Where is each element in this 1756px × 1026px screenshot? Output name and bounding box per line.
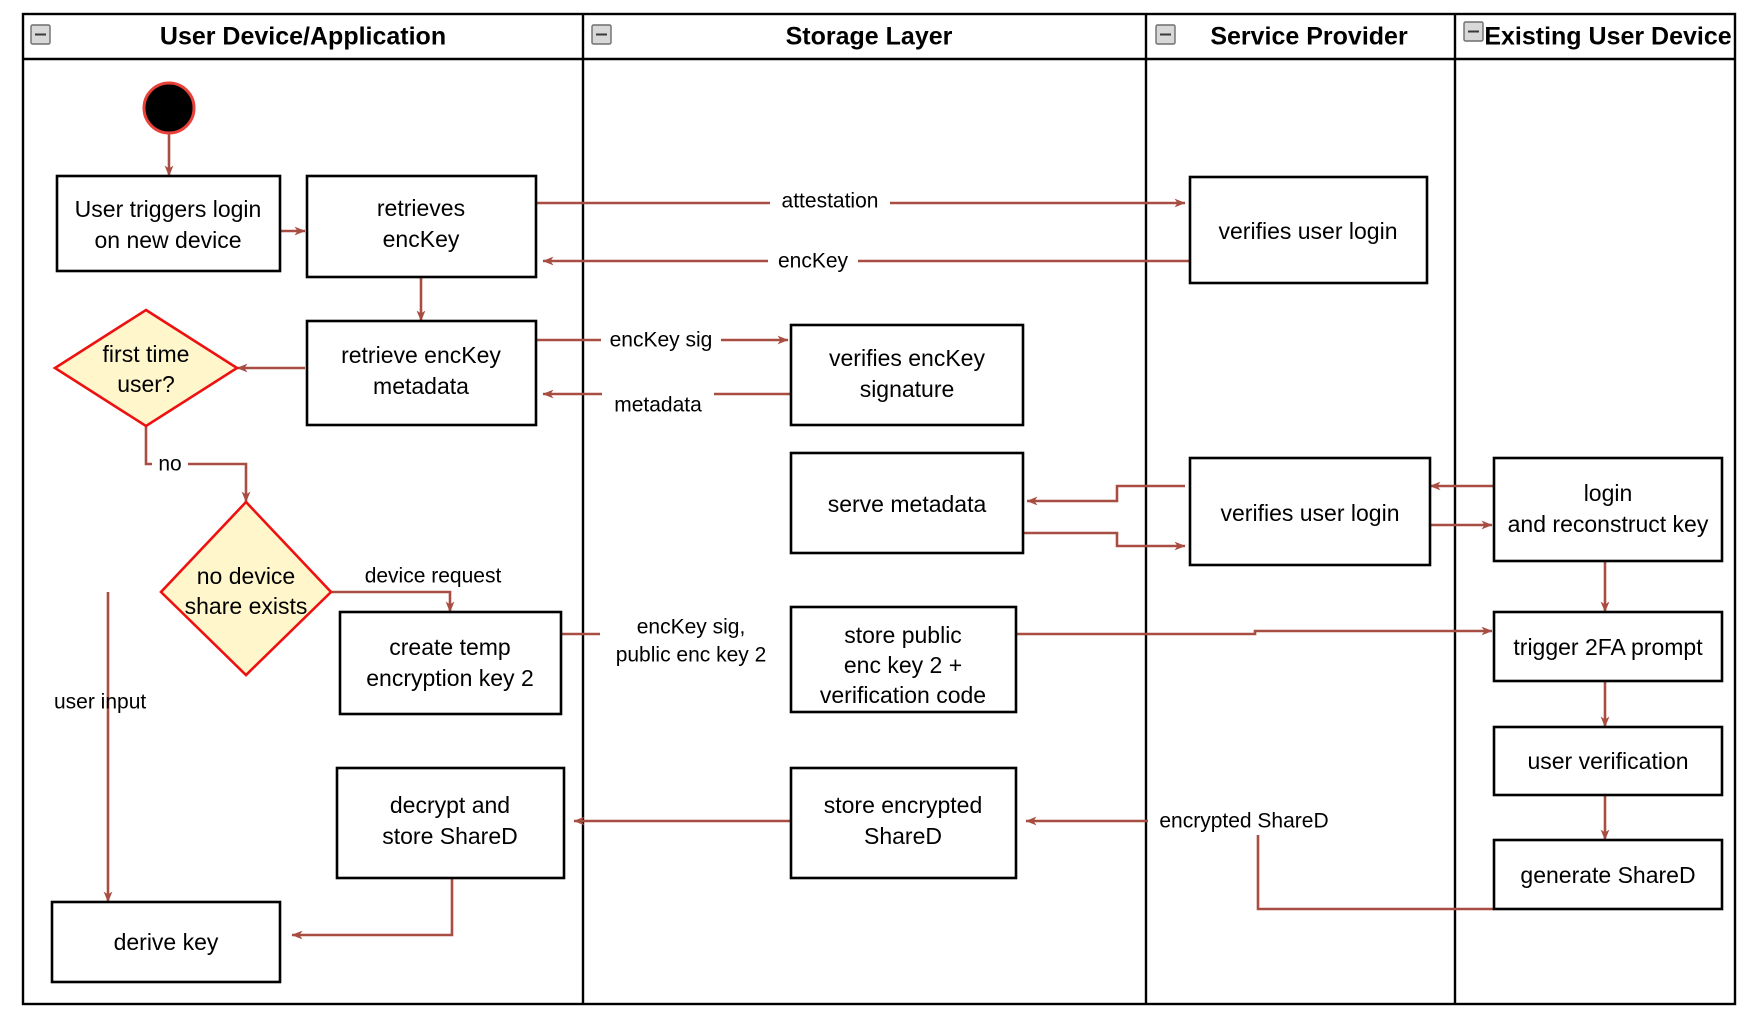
edge-serve-to-verify2 <box>1017 531 1186 551</box>
edge-store-to-2fa <box>1016 626 1493 636</box>
lane-title-user-device: User Device/Application <box>160 23 446 51</box>
edge-label-text: encKey <box>778 250 849 273</box>
edge-label-encrypted-shared: encrypted ShareD <box>1148 807 1340 835</box>
edge-label-enckey: encKey <box>768 247 858 275</box>
node-label-line: verifies user login <box>1219 218 1398 244</box>
node-serve-metadata[interactable]: serve metadata <box>789 451 1025 555</box>
edge-decrypt-to-derive <box>291 878 454 940</box>
lane-frame <box>21 12 1737 1006</box>
edge-label-user-input: user input <box>54 691 146 714</box>
node-label-line: trigger 2FA prompt <box>1513 634 1703 660</box>
edge-verify2-to-serve <box>1026 484 1185 506</box>
edge-label-enckey-sig-public: encKey sig, public enc key 2 <box>600 608 782 667</box>
edge-label-text: no <box>158 453 181 476</box>
decision-label-line: no device <box>197 563 295 589</box>
node-generate-shared[interactable]: generate ShareD <box>1492 838 1724 911</box>
edge-label-attestation: attestation <box>770 188 890 216</box>
node-label-line: login <box>1584 480 1633 506</box>
minus-box-icon[interactable] <box>1463 21 1484 42</box>
edge-label-text: device request <box>365 565 502 588</box>
decision-first-time-user[interactable]: first time user? <box>52 308 240 428</box>
lane-title-storage: Storage Layer <box>786 23 953 51</box>
node-label-line: user verification <box>1527 748 1688 774</box>
edge-label-metadata: metadata <box>602 391 714 419</box>
node-derive-key[interactable]: derive key <box>50 900 282 984</box>
node-label-line: create temp <box>389 634 510 660</box>
node-label-line: store public <box>844 622 962 648</box>
node-verifies-enckey-signature[interactable]: verifies encKey signature <box>789 323 1025 427</box>
node-store-encrypted-shared[interactable]: store encrypted ShareD <box>789 766 1018 880</box>
node-label-line: store ShareD <box>382 823 518 849</box>
decision-label-line: share exists <box>185 593 308 619</box>
edge-label-text: user input <box>54 691 146 714</box>
node-label-line: encKey <box>383 226 460 252</box>
edge-label-text: metadata <box>614 394 702 417</box>
edge-label-enckey-sig: encKey sig <box>601 326 721 354</box>
lane-header-storage: Storage Layer <box>591 23 953 51</box>
node-label-line: verifies user login <box>1221 500 1400 526</box>
edge-label-text: encrypted ShareD <box>1159 810 1328 833</box>
node-login-and-reconstruct-key[interactable]: login and reconstruct key <box>1492 456 1724 563</box>
lane-title-service-provider: Service Provider <box>1210 23 1408 51</box>
lane-header-existing-device: Existing User Device <box>1463 21 1732 51</box>
node-user-verification[interactable]: user verification <box>1492 725 1724 797</box>
node-decrypt-and-store-shared[interactable]: decrypt and store ShareD <box>335 766 566 880</box>
node-trigger-2fa-prompt[interactable]: trigger 2FA prompt <box>1492 610 1724 683</box>
edge-label-text: attestation <box>782 190 879 213</box>
node-label-line: store encrypted <box>824 792 983 818</box>
node-label-line: verifies encKey <box>829 345 985 371</box>
node-label-line: and reconstruct key <box>1508 511 1709 537</box>
node-label-line: metadata <box>373 373 469 399</box>
node-label-line: generate ShareD <box>1520 862 1695 888</box>
edge-no-branch <box>144 420 251 503</box>
node-label-line: on new device <box>94 227 241 253</box>
node-label-line: serve metadata <box>828 491 987 517</box>
edge-label-device-request: device request <box>350 562 516 590</box>
minus-box-icon[interactable] <box>30 24 51 45</box>
decision-no-device-share-exists[interactable]: no device share exists <box>159 500 333 677</box>
node-start[interactable] <box>142 81 196 135</box>
node-label-line: verification code <box>820 682 986 708</box>
node-verifies-user-login-2[interactable]: verifies user login <box>1188 456 1432 567</box>
lane-header-service-provider: Service Provider <box>1155 23 1408 51</box>
edge-device-request <box>331 590 455 613</box>
lane-title-existing-device: Existing User Device <box>1484 23 1731 51</box>
edge-label-text: encKey sig, <box>637 616 746 639</box>
node-label-line: enc key 2 + <box>844 652 962 678</box>
decision-label-line: first time <box>103 341 190 367</box>
minus-box-icon[interactable] <box>1155 24 1176 45</box>
node-label-line: encryption key 2 <box>366 665 533 691</box>
minus-box-icon[interactable] <box>591 24 612 45</box>
edge-encrypted-shared <box>1025 816 1494 911</box>
node-label-line: retrieve encKey <box>341 342 501 368</box>
node-user-triggers-login[interactable]: User triggers login on new device <box>55 174 282 273</box>
node-label-line: User triggers login <box>75 196 262 222</box>
node-store-public-enc-key[interactable]: store public enc key 2 + verification co… <box>789 605 1018 714</box>
node-label-line: ShareD <box>864 823 942 849</box>
node-label-line: derive key <box>114 929 219 955</box>
edge-label-no: no <box>152 450 188 478</box>
node-create-temp-encryption-key[interactable]: create temp encryption key 2 <box>338 610 563 716</box>
decision-label-line: user? <box>117 371 175 397</box>
node-retrieve-enckey-metadata[interactable]: retrieve encKey metadata <box>305 319 538 427</box>
node-retrieves-enckey[interactable]: retrieves encKey <box>305 174 538 279</box>
node-verifies-user-login-1[interactable]: verifies user login <box>1188 175 1429 285</box>
edge-label-text: public enc key 2 <box>616 644 767 667</box>
edge-label-text: encKey sig <box>610 329 713 352</box>
lane-header-user-device: User Device/Application <box>30 23 446 51</box>
node-label-line: decrypt and <box>390 792 510 818</box>
node-label-line: signature <box>860 376 955 402</box>
node-label-line: retrieves <box>377 195 465 221</box>
